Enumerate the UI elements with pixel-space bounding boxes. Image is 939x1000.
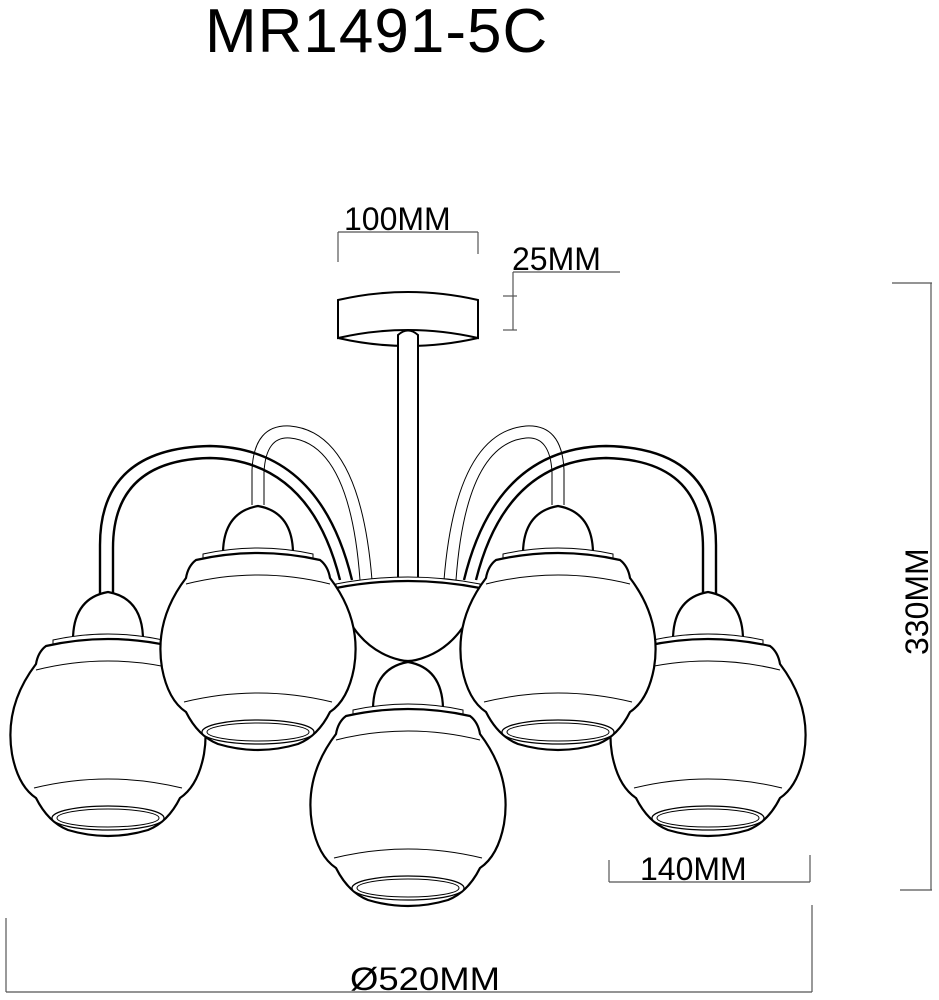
dim-total-height-label: 330MM (899, 548, 935, 655)
dim-total-height (892, 282, 932, 891)
shade-inner-left (159, 504, 357, 752)
outer-arms (98, 444, 718, 595)
dim-canopy-height-label: 25MM (512, 241, 601, 277)
model-title: MR1491-5C (205, 0, 549, 66)
dim-canopy-height (503, 271, 620, 331)
stem (397, 329, 419, 581)
shade-inner-right (459, 504, 657, 752)
dim-shade-diameter-label: 140MM (640, 851, 747, 887)
dim-overall-diameter (5, 905, 813, 993)
inner-arms (251, 425, 565, 581)
dim-canopy-diameter-label: 100MM (344, 201, 451, 237)
dim-shade-diameter (608, 855, 811, 883)
dim-canopy-diameter (337, 231, 479, 262)
dim-overall-diameter-label: Ø520MM (350, 961, 500, 997)
